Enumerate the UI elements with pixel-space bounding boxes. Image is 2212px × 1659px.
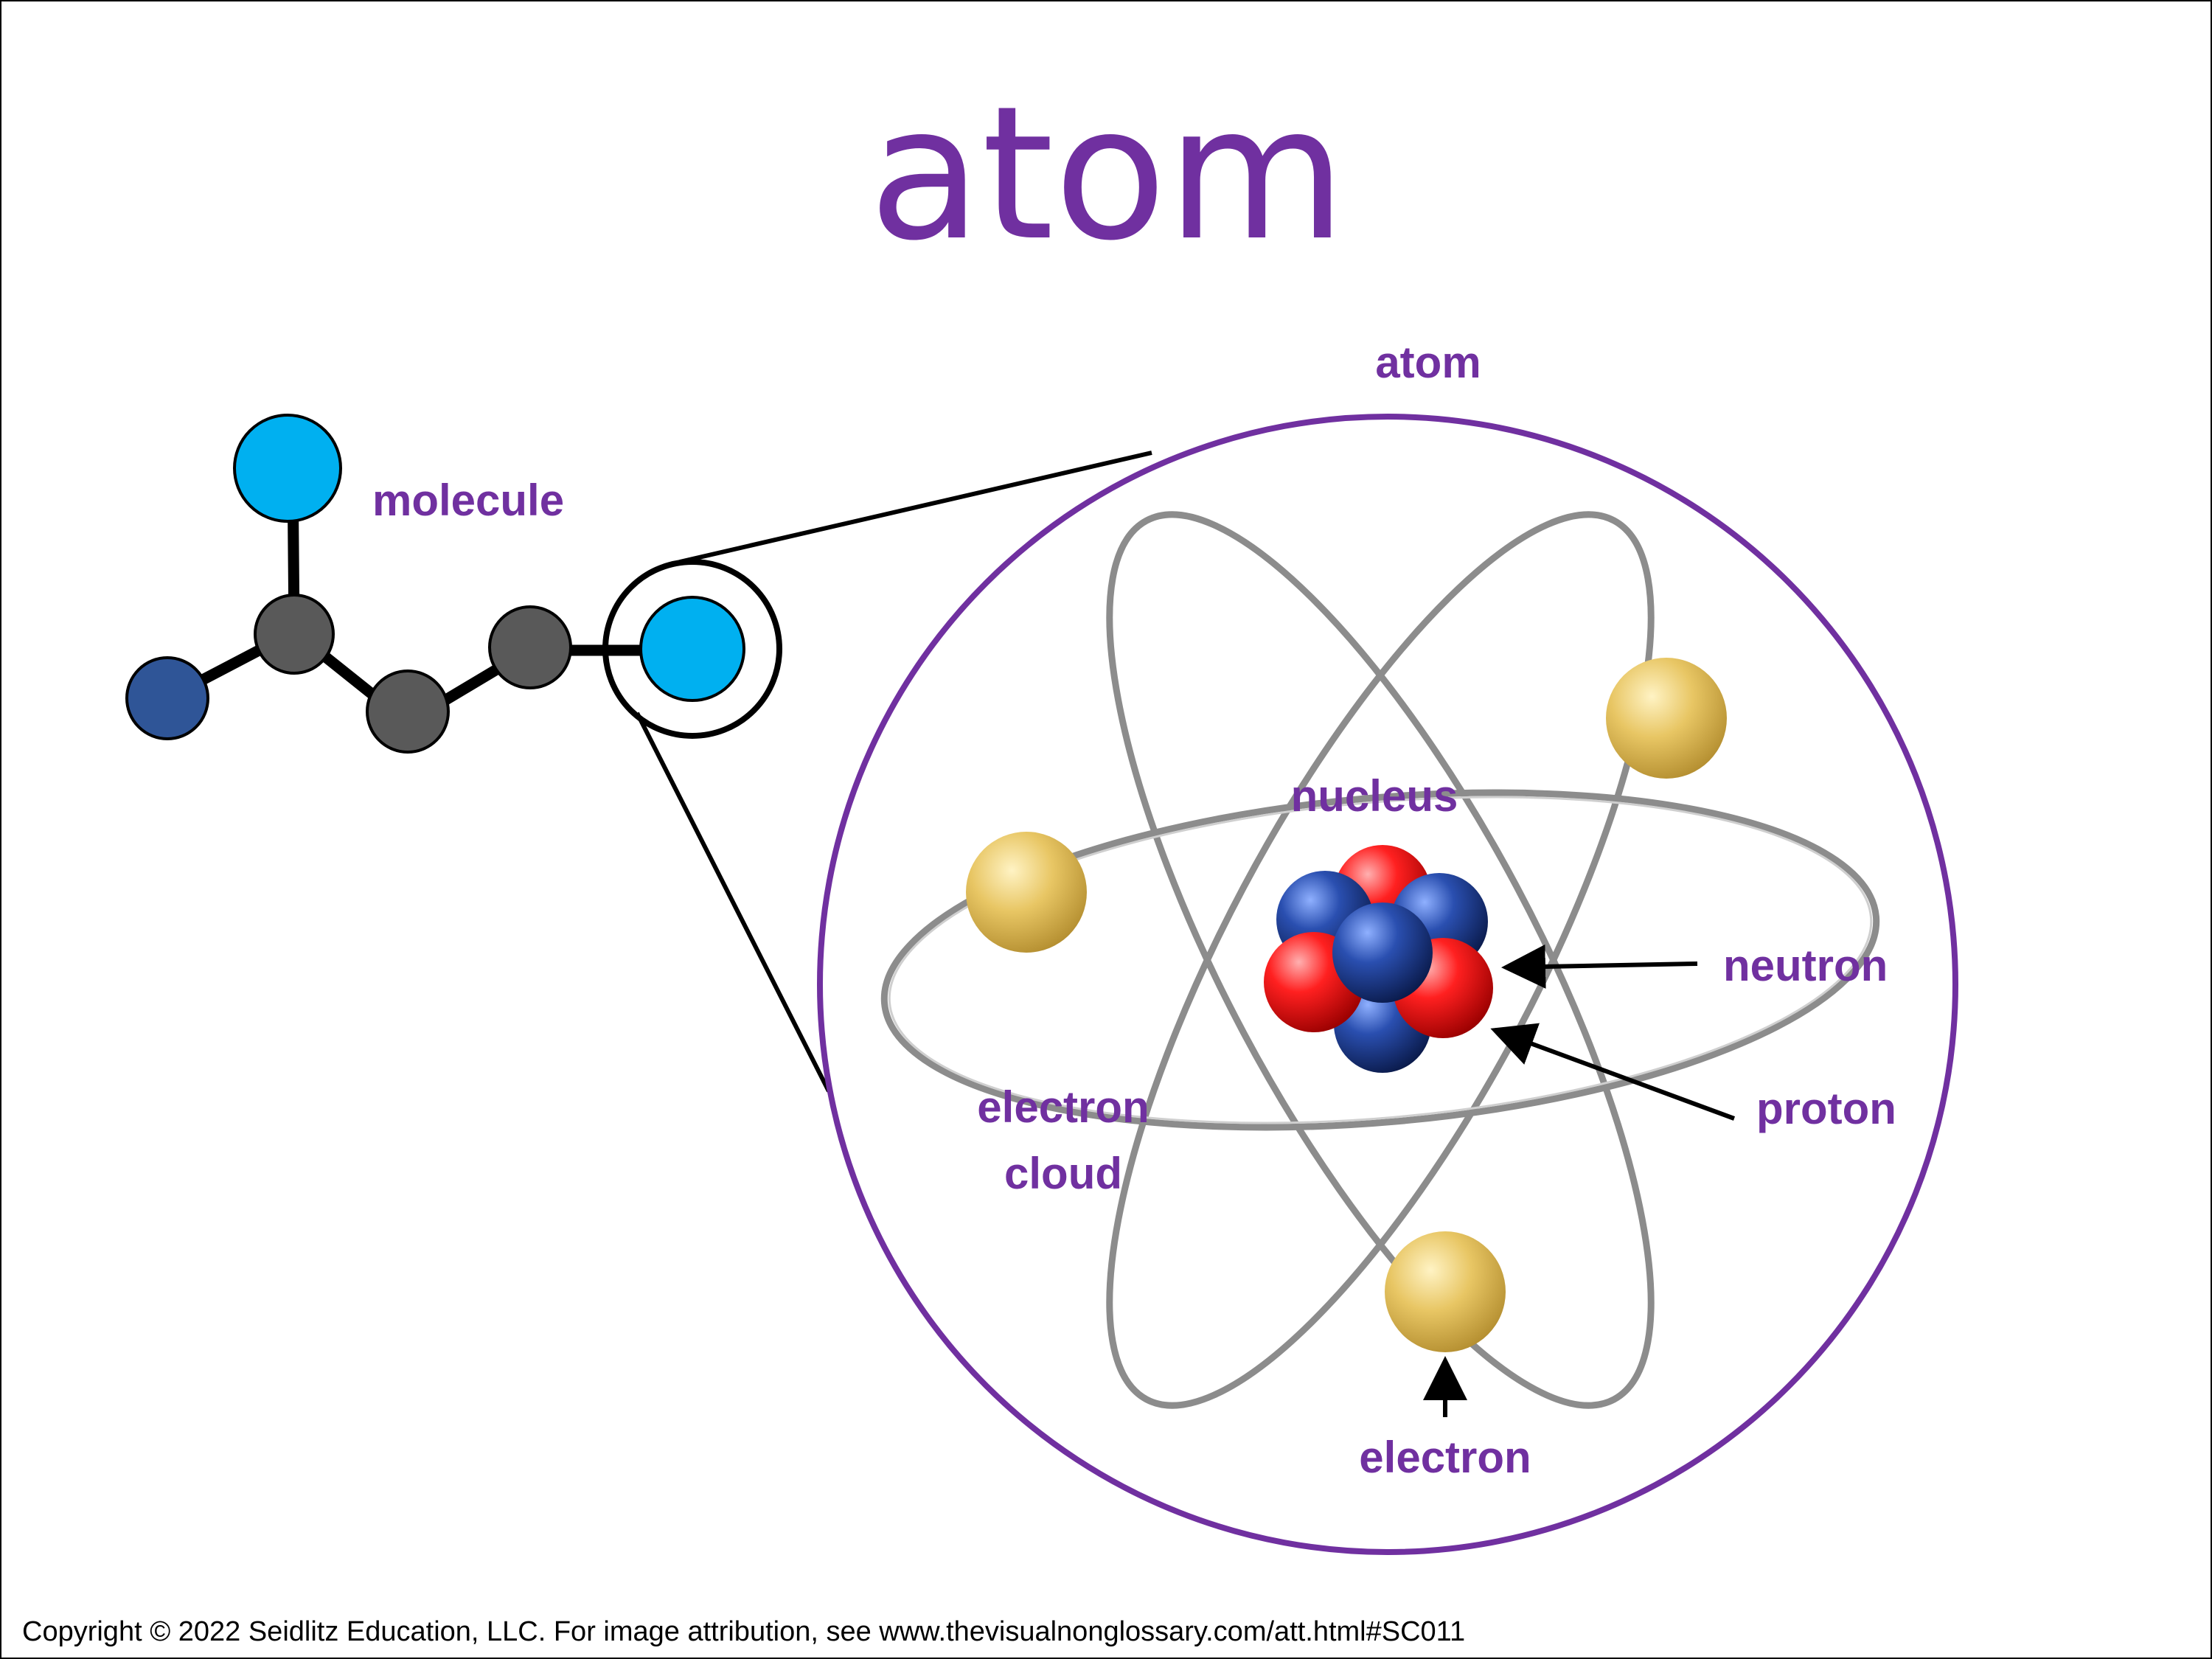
nucleus: [1264, 845, 1493, 1073]
neutron-arrow: [1501, 944, 1698, 989]
electron-cloud-label-line1: electron: [977, 1082, 1149, 1132]
molecule: [125, 414, 745, 754]
molecule-atom-gray: [488, 605, 572, 689]
molecule-atom-gray: [254, 594, 335, 675]
nucleus-label: nucleus: [1291, 771, 1458, 821]
molecule-label: molecule: [372, 476, 564, 525]
electrons: [966, 658, 1727, 1352]
electron-label: electron: [1359, 1433, 1531, 1482]
electron-particle: [1385, 1231, 1506, 1352]
molecule-atom-gray: [366, 669, 450, 754]
orbit-tilted-right: [1106, 511, 1655, 1409]
page-title: atom: [869, 66, 1346, 281]
electron-cloud-label-line2: cloud: [1004, 1149, 1122, 1198]
proton-label: proton: [1756, 1084, 1896, 1133]
orbit-shading: [888, 796, 1873, 1124]
zoom-line-top: [679, 451, 1152, 564]
neutron-label: neutron: [1723, 941, 1888, 990]
molecule-atom-light-blue: [233, 414, 342, 523]
neutron: [1332, 902, 1433, 1003]
zoom-highlight-circle: [602, 559, 782, 739]
copyright-footer: Copyright © 2022 Seidlitz Education, LLC…: [22, 1616, 1466, 1647]
proton-arrow: [1490, 1023, 1736, 1121]
electron-particle: [966, 832, 1087, 953]
molecule-atom-dark-blue: [125, 656, 209, 740]
zoom-line-bottom: [635, 712, 831, 1093]
electron-particle: [1606, 658, 1727, 779]
atom-label: atom: [1375, 338, 1481, 387]
orbit-horizontal: [880, 789, 1880, 1131]
label-arrows: [1423, 944, 1736, 1417]
molecule-atom-light-blue: [639, 596, 745, 702]
